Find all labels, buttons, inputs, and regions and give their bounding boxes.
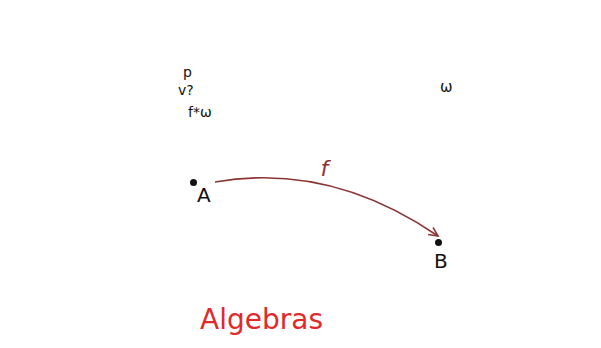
morphism-arrow bbox=[215, 178, 438, 236]
arrow-line bbox=[215, 178, 438, 236]
point-label: A bbox=[197, 184, 211, 207]
point-node: A bbox=[185, 176, 215, 210]
fiber-cone-outline bbox=[135, 0, 270, 182]
element-label: v? bbox=[178, 82, 194, 98]
fiber-cone-shape bbox=[133, 0, 273, 185]
element-dot bbox=[176, 73, 180, 77]
fiber-cone: ω bbox=[398, 66, 468, 246]
arrow-head bbox=[428, 227, 438, 236]
fiber-cone: p v? f*ω bbox=[133, 0, 273, 185]
element-dot bbox=[180, 113, 184, 117]
fiber-cone-shape bbox=[398, 66, 468, 246]
algebra-plane-outline bbox=[10, 120, 590, 298]
morphism-label: f bbox=[320, 156, 328, 181]
element-dot bbox=[433, 89, 437, 93]
element-label: f*ω bbox=[188, 104, 212, 120]
point-dot bbox=[190, 179, 197, 186]
point-dot bbox=[435, 239, 442, 246]
point-node: B bbox=[430, 236, 456, 276]
algebra-plane: Algebras A B bbox=[8, 116, 594, 346]
element-label: p bbox=[183, 64, 192, 80]
element-label: ω bbox=[440, 79, 453, 96]
plane-label: Algebras bbox=[200, 304, 323, 336]
point-label: B bbox=[434, 250, 448, 273]
fiber-cone-outline bbox=[400, 68, 465, 242]
